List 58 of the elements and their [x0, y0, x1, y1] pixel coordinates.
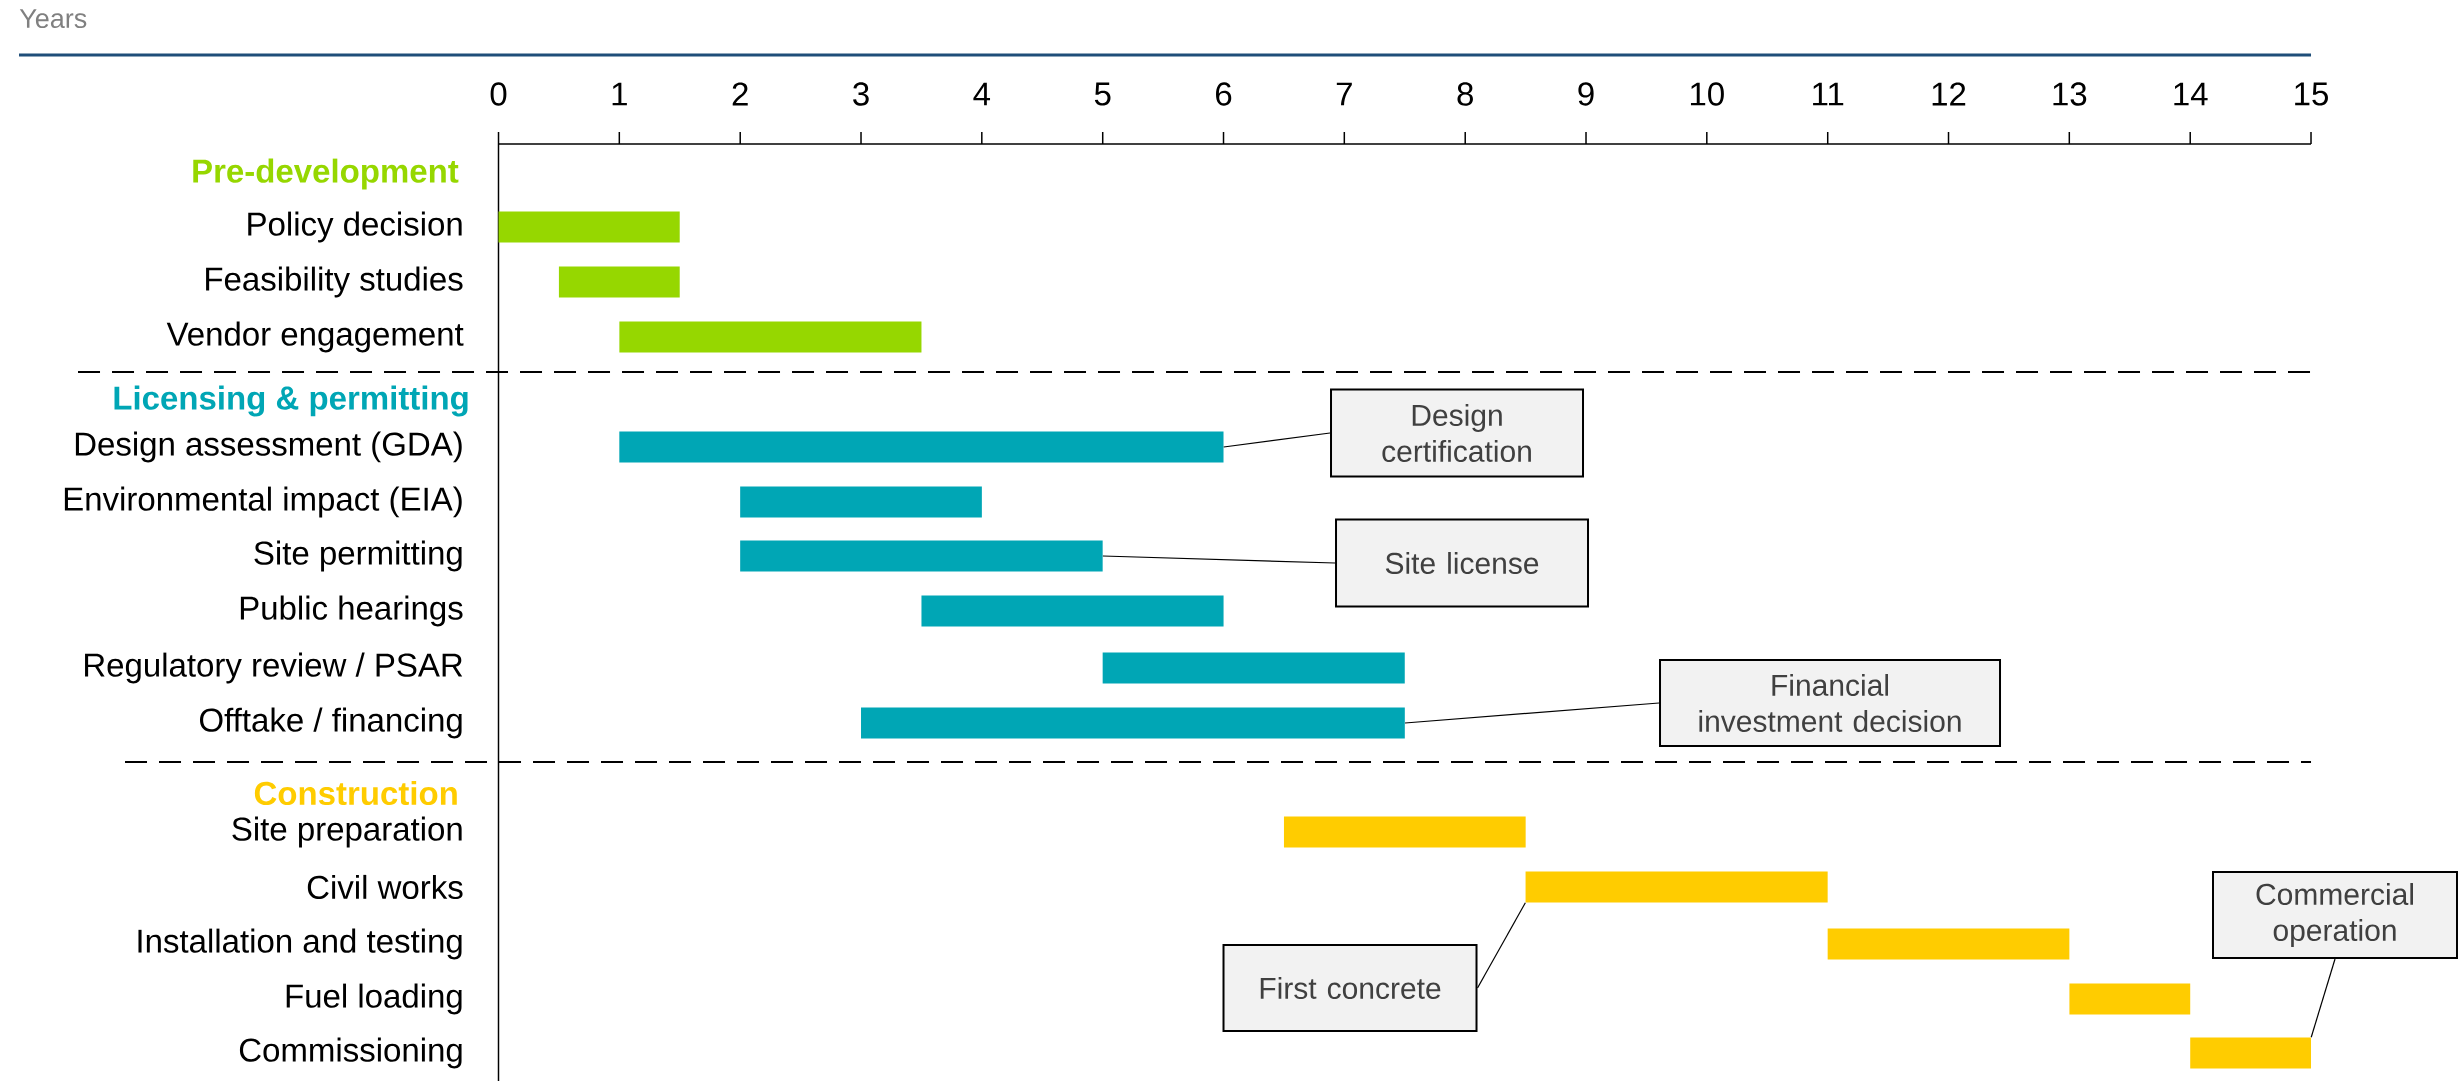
- tick-label: 7: [1336, 82, 1352, 106]
- task-bar: [1102, 652, 1405, 684]
- tick-label: 3: [853, 82, 869, 106]
- task-bar: [861, 707, 1405, 739]
- leader-line: [1102, 555, 1336, 564]
- task-label: Public hearings: [240, 595, 463, 627]
- task-bar: [1525, 871, 1828, 903]
- task-bar: [740, 540, 1103, 572]
- task-bar: [498, 211, 680, 243]
- task-bar: [1827, 928, 2070, 960]
- task-label: Site permitting: [254, 540, 462, 572]
- tick-label: 11: [1813, 82, 1844, 106]
- task-label: Policy decision: [248, 211, 462, 243]
- task-label: Feasibility studies: [206, 266, 463, 298]
- milestone-callout: Site license: [1335, 518, 1589, 608]
- leader-line: [2310, 958, 2336, 1038]
- task-bar: [619, 431, 1224, 463]
- phase-heading: Construction: [254, 780, 457, 806]
- phase-heading: Licensing & permitting: [114, 385, 468, 417]
- task-bar: [2069, 983, 2191, 1015]
- tick-label: 8: [1457, 82, 1473, 106]
- axis-title: Years: [19, 9, 87, 29]
- task-label: Design assessment (GDA): [75, 431, 462, 463]
- tick-label: 10: [1690, 82, 1724, 106]
- tick-label: 15: [2295, 82, 2328, 106]
- tick-label: 9: [1578, 82, 1594, 106]
- tick-label: 0: [490, 82, 507, 106]
- task-bar: [740, 486, 982, 518]
- leader-line: [1223, 432, 1331, 448]
- task-label: Environmental impact (EIA): [64, 486, 462, 518]
- task-label: Civil works: [307, 874, 463, 900]
- task-label: Fuel loading: [286, 983, 462, 1015]
- task-bar: [558, 266, 680, 298]
- tick-label: 14: [2174, 82, 2208, 106]
- task-bar: [1283, 816, 1526, 848]
- task-label: Site preparation: [232, 816, 462, 848]
- milestone-callout: Financial investment decision: [1659, 659, 2001, 747]
- tick-label: 4: [973, 82, 991, 106]
- milestone-callout: Design certification: [1330, 388, 1584, 478]
- task-bar: [619, 321, 922, 353]
- tick-label: 5: [1094, 82, 1111, 106]
- task-label: Regulatory review / PSAR: [85, 652, 463, 684]
- task-label: Commissioning: [239, 1037, 462, 1069]
- task-bar: [2190, 1037, 2311, 1069]
- task-label: Offtake / financing: [200, 707, 462, 739]
- tick-label: 6: [1216, 82, 1232, 106]
- leader-line: [1404, 702, 1660, 724]
- task-bar: [921, 595, 1224, 627]
- phase-heading: Pre-development: [193, 158, 459, 190]
- tick-label: 1: [612, 82, 627, 106]
- task-label: Vendor engagement: [166, 321, 464, 353]
- task-label: Installation and testing: [138, 928, 462, 960]
- leader-line: [1476, 902, 1526, 989]
- milestone-callout: Commercial operation: [2212, 871, 2458, 959]
- tick-label: 13: [2053, 82, 2087, 106]
- milestone-callout: First concrete: [1222, 944, 1478, 1032]
- tick-label: 2: [732, 82, 748, 106]
- tick-label: 12: [1932, 82, 1966, 106]
